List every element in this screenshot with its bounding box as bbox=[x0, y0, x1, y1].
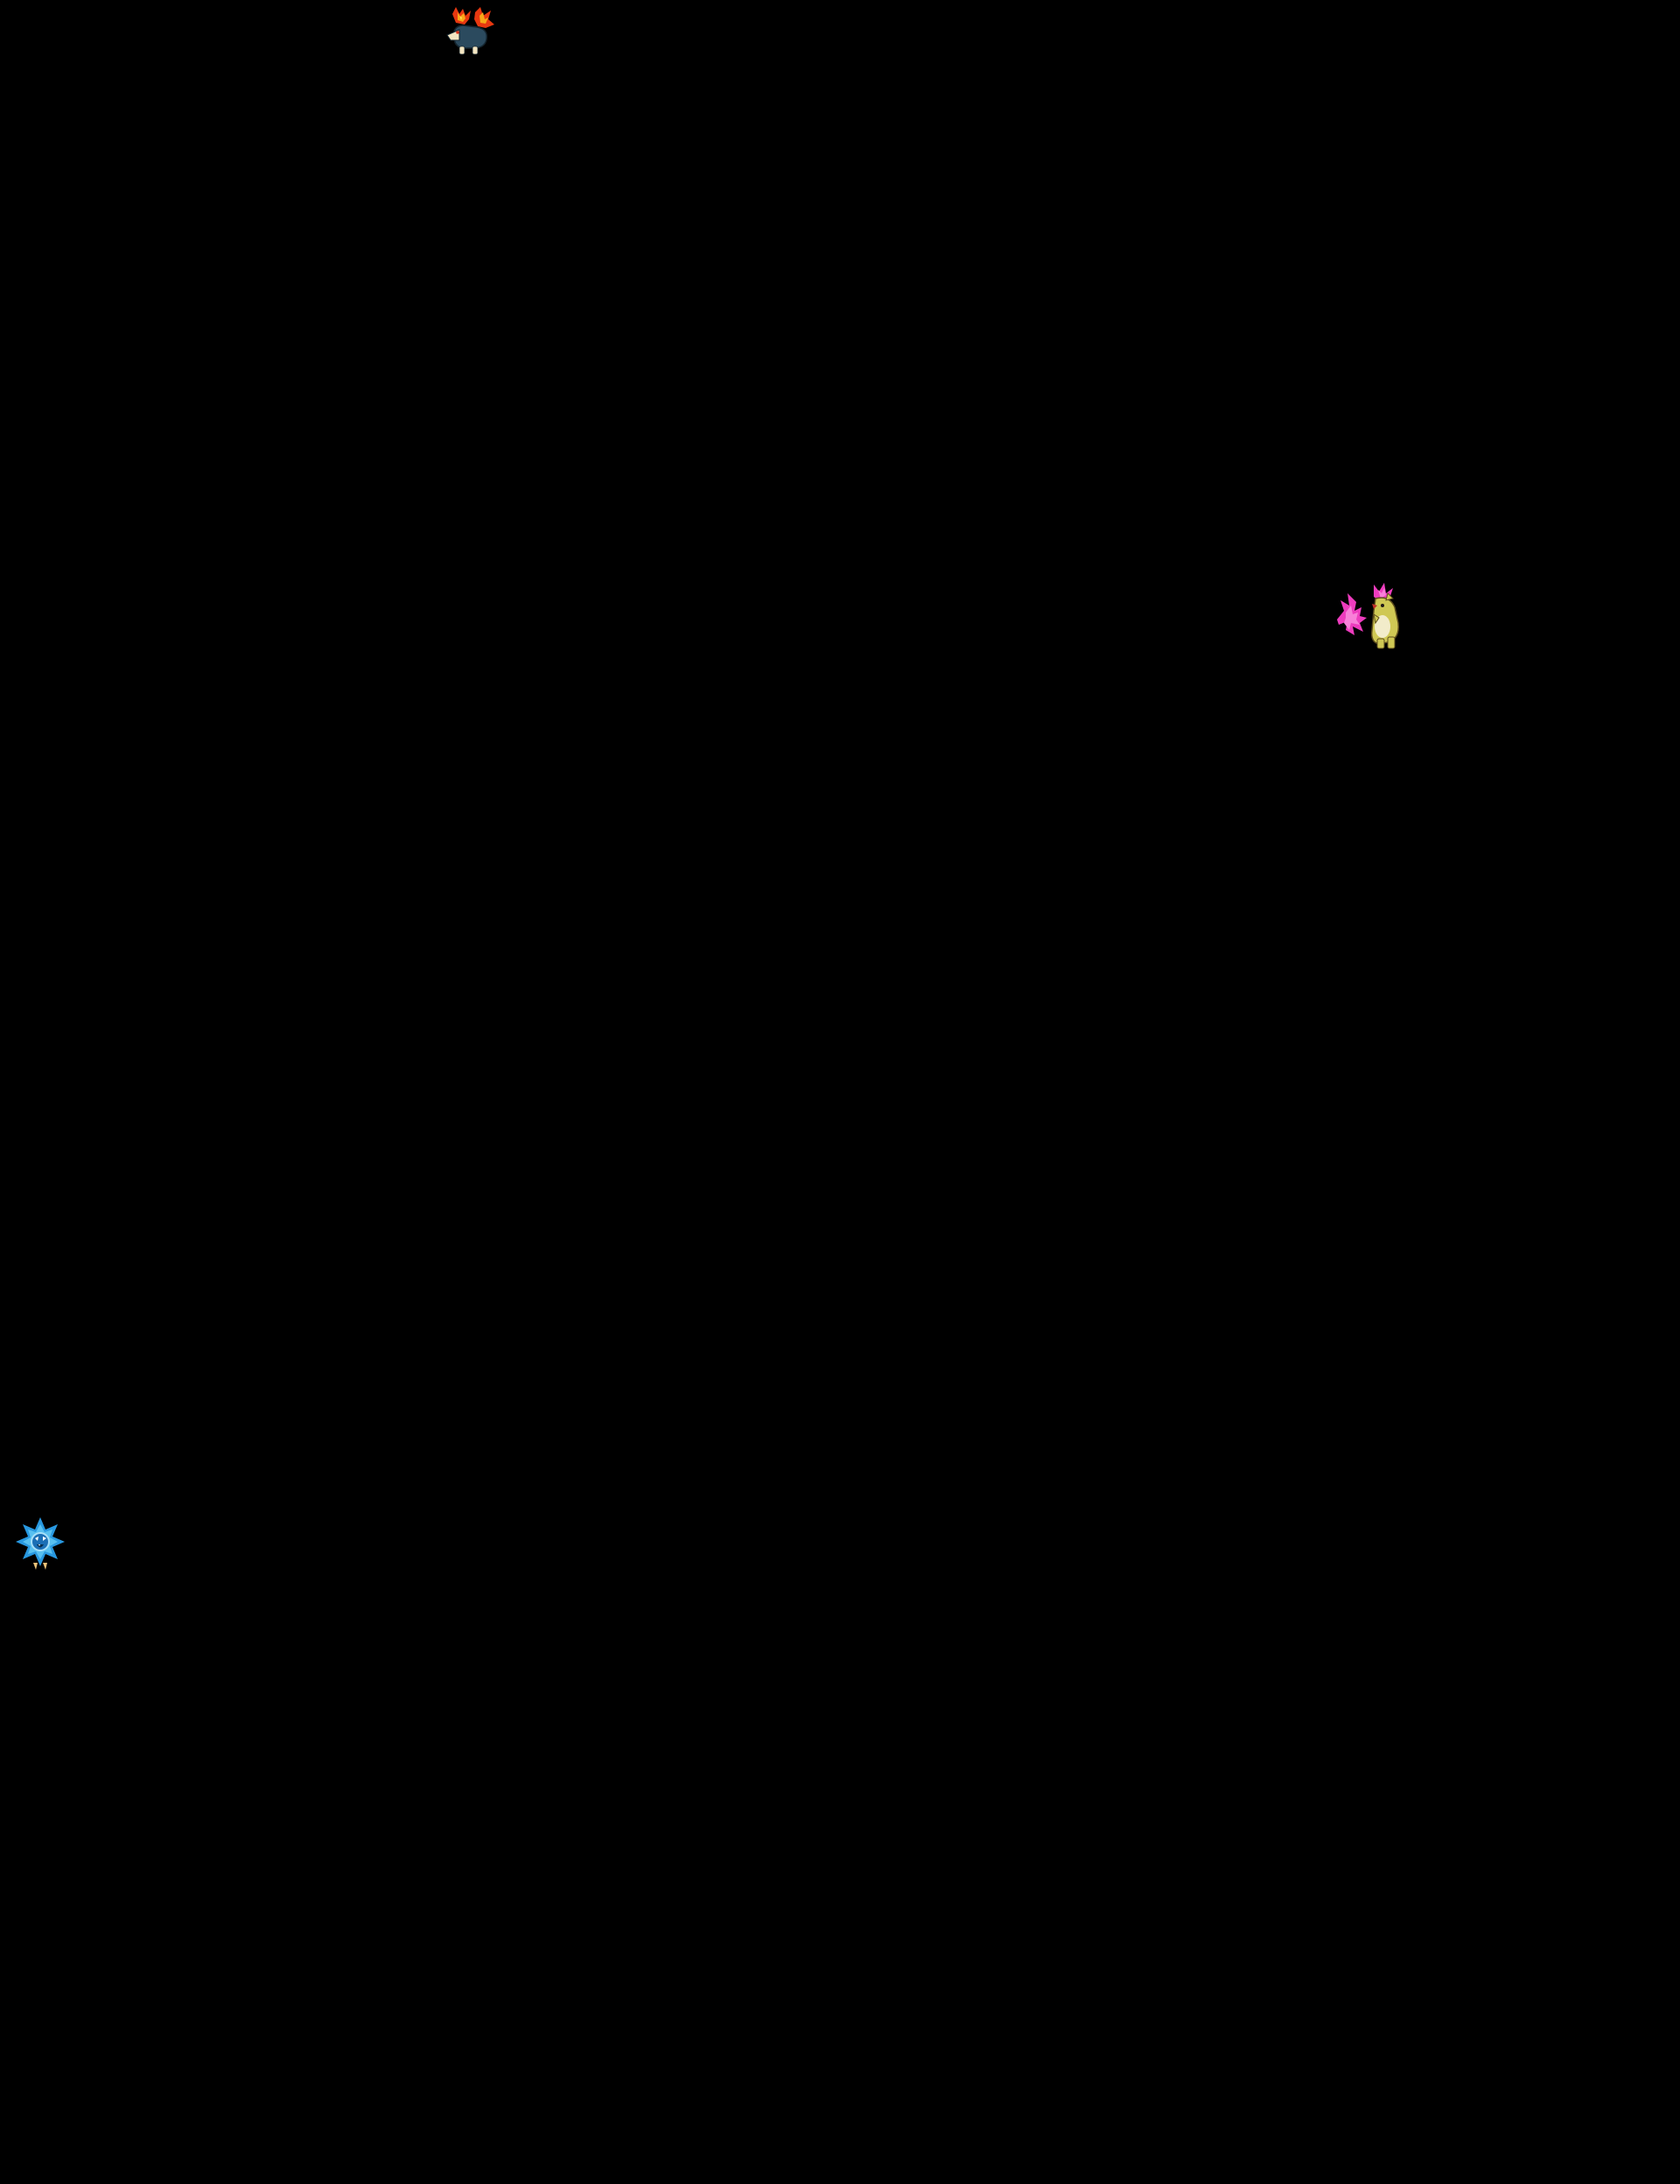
fire-creature-art bbox=[446, 7, 494, 55]
blue-burst-creature-sprite bbox=[14, 1512, 68, 1575]
blue-burst-creature-art bbox=[16, 1517, 65, 1570]
pink-flame-creature-sprite bbox=[1337, 581, 1409, 653]
fire-creature-sprite bbox=[442, 7, 496, 65]
pink-flame-creature-art bbox=[1337, 583, 1399, 649]
